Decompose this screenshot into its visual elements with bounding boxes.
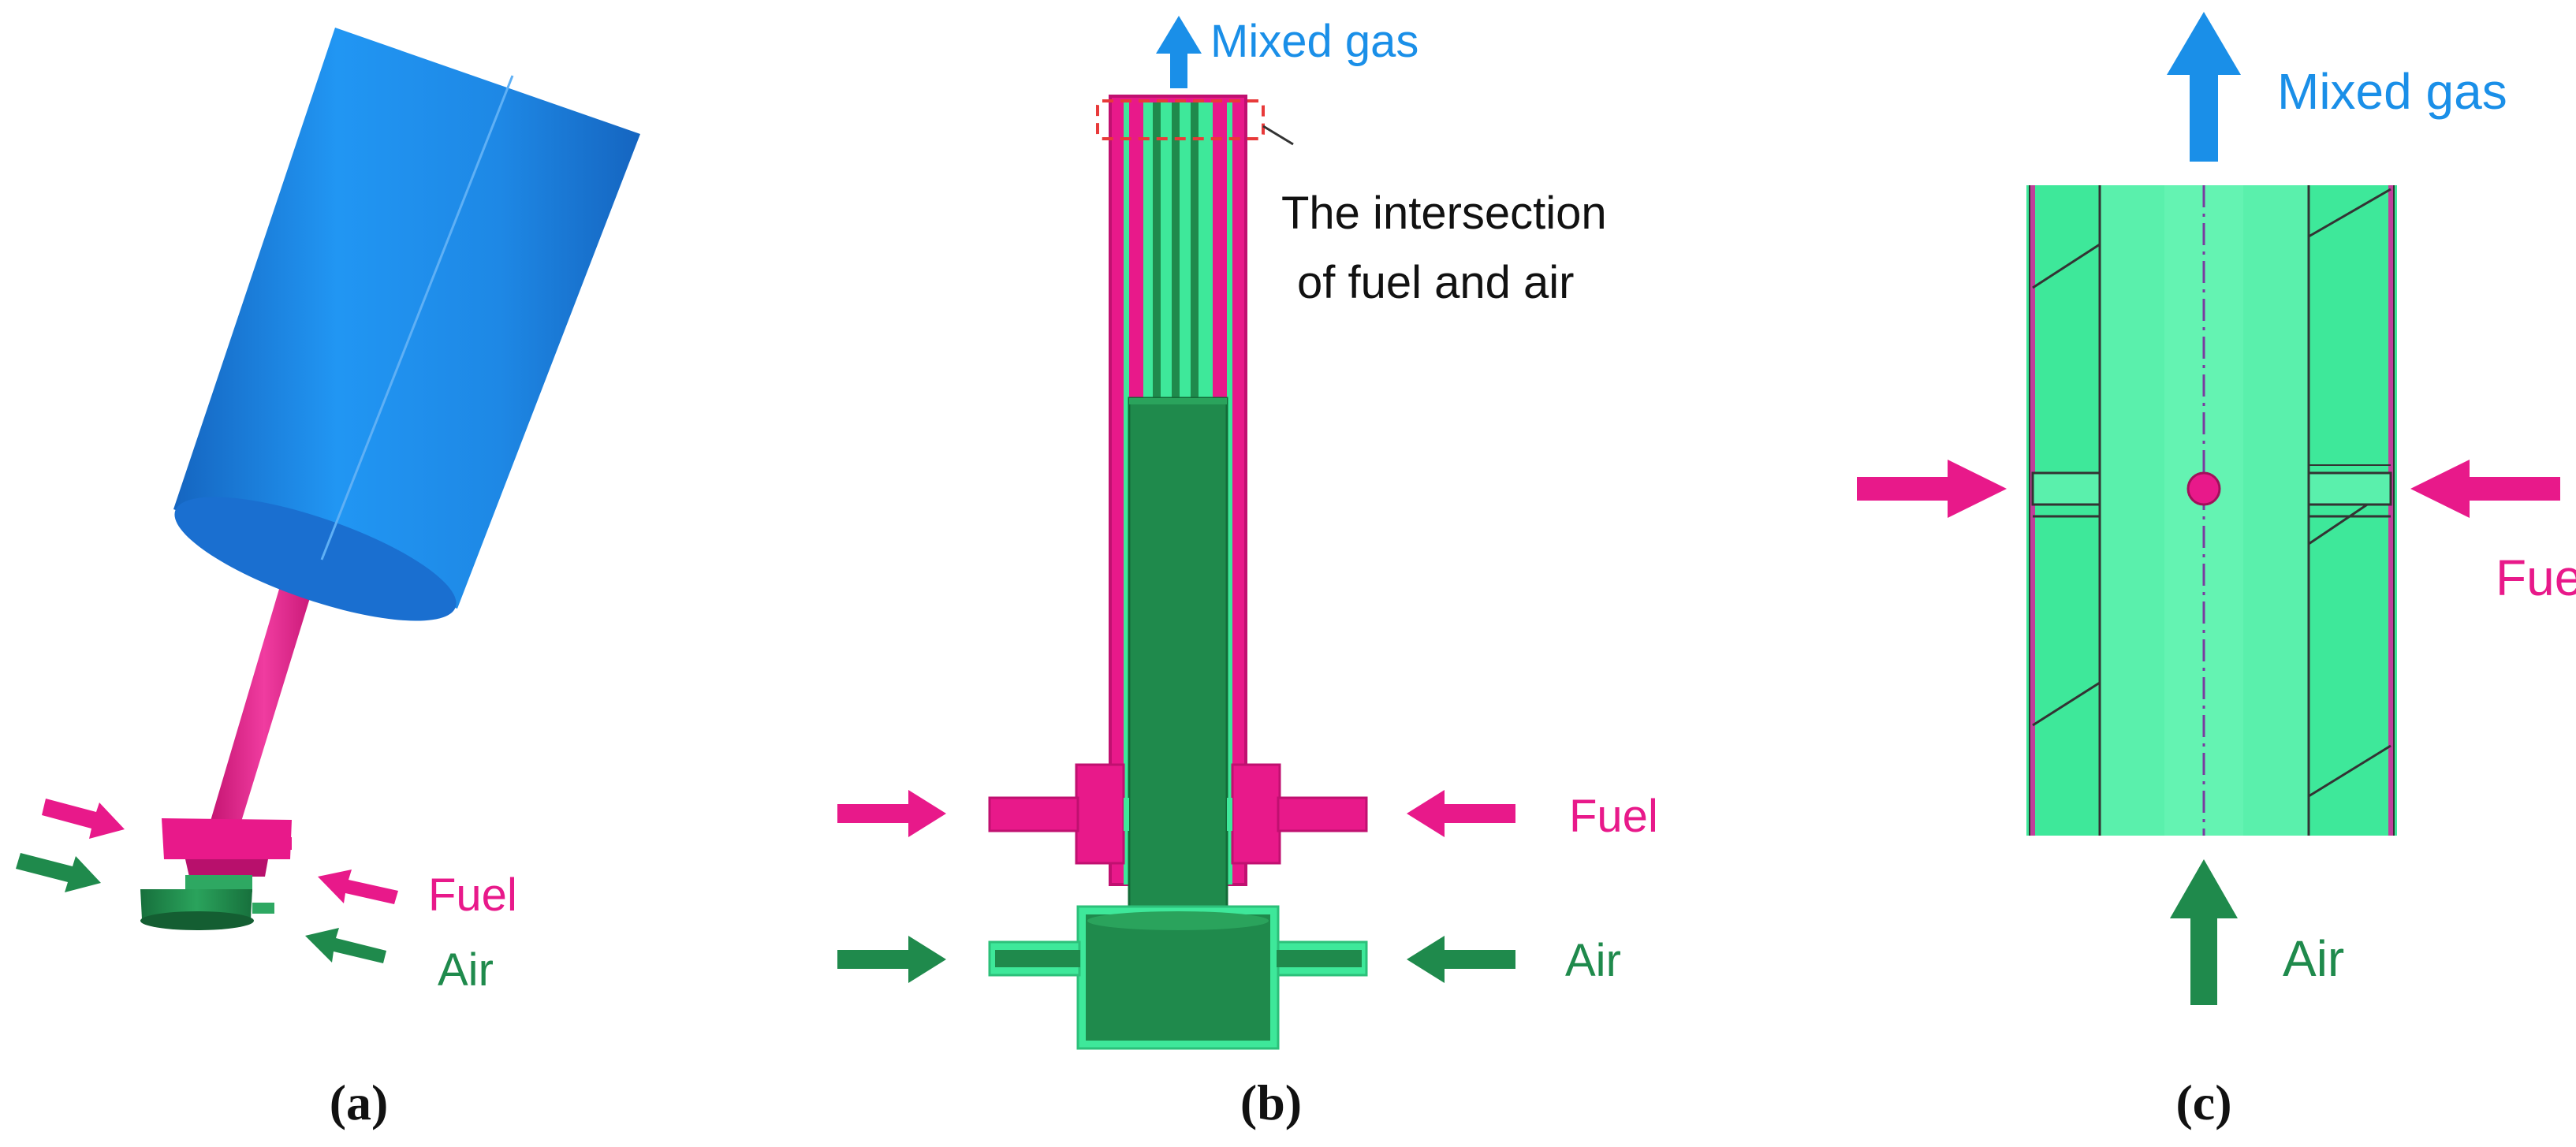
fuel-in-arrow-right (318, 870, 398, 904)
air-center-pipe (1128, 397, 1228, 916)
mixed-gas-arrow (2167, 12, 2241, 162)
intersection-point (2186, 471, 2221, 506)
fuel-label: Fuel (1569, 791, 1658, 842)
burner-3d-model (140, 28, 640, 930)
caption-b: (b) (1240, 1074, 1302, 1130)
panel-a: Fuel Air (a) (16, 28, 640, 1130)
mixed-gas-arrow (1156, 16, 1202, 88)
air-base (140, 875, 274, 930)
fuel-label: Fuel (2496, 549, 2576, 606)
air-label: Air (438, 944, 494, 996)
fuel-collar (162, 818, 292, 877)
annotation-leader (1262, 125, 1294, 146)
mixed-gas-label: Mixed gas (1210, 16, 1418, 67)
fuel-in-arrow-left (42, 799, 125, 839)
annotation-line-2: of fuel and air (1297, 257, 1574, 308)
burner-cross-section (988, 95, 1368, 1050)
mixing-section-detail (2026, 185, 2397, 836)
fuel-pipe (207, 552, 322, 842)
intersection-box (1096, 99, 1265, 140)
annotation-line-1: The intersection (1281, 188, 1607, 239)
air-chamber (988, 905, 1368, 1050)
caption-a: (a) (330, 1074, 389, 1130)
fuel-chamber (988, 763, 1368, 865)
air-in-arrow-right (1407, 936, 1515, 983)
air-in-arrow (2170, 859, 2238, 1005)
air-label: Air (1565, 935, 1621, 986)
air-in-arrow-left (837, 936, 946, 983)
fuel-injection-holes (2031, 464, 2392, 518)
combustor-cylinder (173, 28, 640, 621)
air-label: Air (2283, 930, 2344, 987)
air-in-arrow-right (305, 928, 386, 963)
fuel-in-arrow-left (837, 790, 946, 837)
fuel-in-arrow-left (1857, 460, 2007, 518)
fuel-in-arrow-right (2410, 460, 2560, 518)
thin-channels (1129, 102, 1227, 399)
mixed-gas-label: Mixed gas (2277, 63, 2507, 120)
fuel-label: Fuel (428, 870, 517, 921)
panel-c: Mixed gas (1857, 12, 2576, 1130)
caption-c: (c) (2175, 1074, 2231, 1130)
fuel-in-arrow-right (1407, 790, 1515, 837)
panel-b: Mixed gas (837, 16, 1658, 1130)
air-in-arrow-left (16, 853, 101, 892)
